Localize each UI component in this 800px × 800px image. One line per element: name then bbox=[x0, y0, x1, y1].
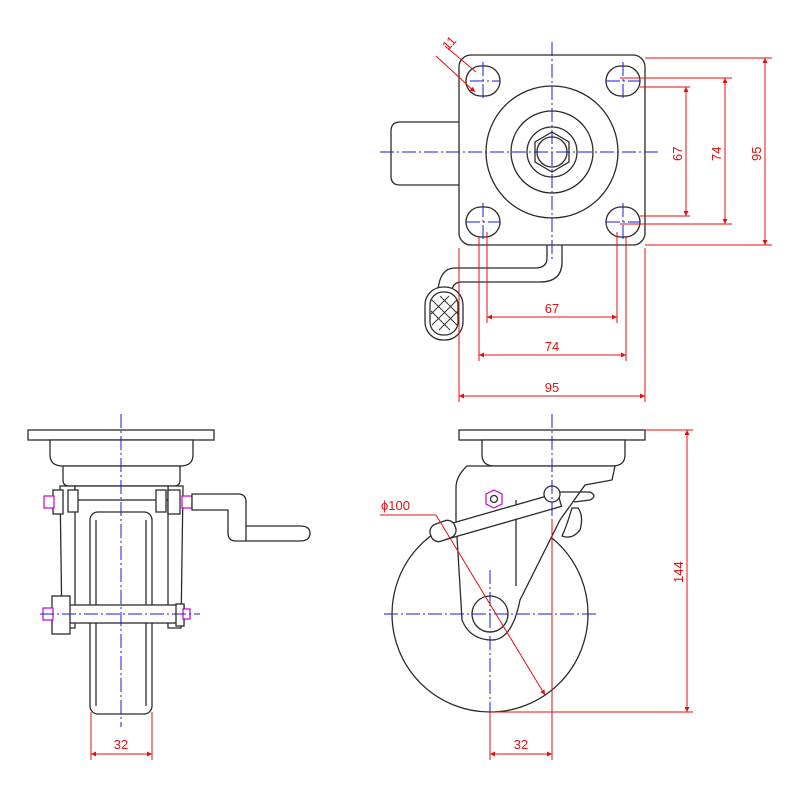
dim-horizontal-group: 67 74 95 bbox=[458, 232, 646, 402]
brake-shoe bbox=[429, 519, 457, 543]
side-brake-nut bbox=[485, 489, 503, 509]
brake-nut-right bbox=[167, 489, 181, 515]
dim-label-outer-v: 74 bbox=[709, 147, 724, 161]
side-brake-nut-hole bbox=[489, 494, 499, 504]
brake-housing bbox=[390, 121, 460, 186]
dim-label-plate-height: 95 bbox=[749, 147, 764, 161]
brake-spring bbox=[560, 491, 595, 503]
dim-vertical-group: 67 74 95 bbox=[620, 57, 772, 246]
fork-leg-right bbox=[167, 485, 184, 629]
dim-label-front-wheel-width: 32 bbox=[114, 737, 128, 752]
side-swivel-head bbox=[481, 439, 626, 467]
dim-overall-height: 144 bbox=[490, 429, 693, 713]
brake-lever-rod bbox=[451, 245, 563, 296]
dim-front-wheel-width: 32 bbox=[90, 712, 153, 760]
front-brake-lever bbox=[191, 493, 311, 542]
dim-label-plate-width: 95 bbox=[545, 380, 559, 395]
top-view: 11 67 74 95 67 74 bbox=[380, 33, 772, 402]
fork-leg-left bbox=[59, 485, 76, 629]
dim-label-inner-h: 67 bbox=[545, 301, 559, 316]
top-plate bbox=[458, 54, 646, 246]
brake-lever-rod-inner bbox=[437, 245, 548, 291]
dim-label-inner-v: 67 bbox=[670, 147, 685, 161]
dim-wheel-diameter: ϕ100 bbox=[380, 498, 546, 696]
brake-bracket-right bbox=[155, 489, 167, 513]
dim-label-outer-h: 74 bbox=[545, 339, 559, 354]
dim-label-offset: 32 bbox=[514, 737, 528, 752]
dim-offset: 32 bbox=[489, 520, 553, 760]
dim-label-hole-diameter: 11 bbox=[439, 33, 459, 53]
axle-nut-left bbox=[51, 595, 71, 635]
dim-label-wheel-diameter: ϕ100 bbox=[381, 498, 410, 513]
brake-bracket-left bbox=[67, 489, 79, 513]
kingpin-nut bbox=[534, 131, 570, 173]
brake-pedal-side bbox=[561, 507, 583, 538]
brake-bolt-head-right bbox=[181, 495, 193, 509]
brake-bolt-head-left bbox=[43, 495, 55, 509]
dim-label-overall-height: 144 bbox=[671, 561, 686, 583]
front-view: 32 bbox=[27, 414, 311, 760]
brake-pedal-tread bbox=[430, 295, 459, 331]
dim-hole-diameter: 11 bbox=[435, 33, 477, 93]
side-view: ϕ100 144 32 bbox=[380, 414, 693, 760]
